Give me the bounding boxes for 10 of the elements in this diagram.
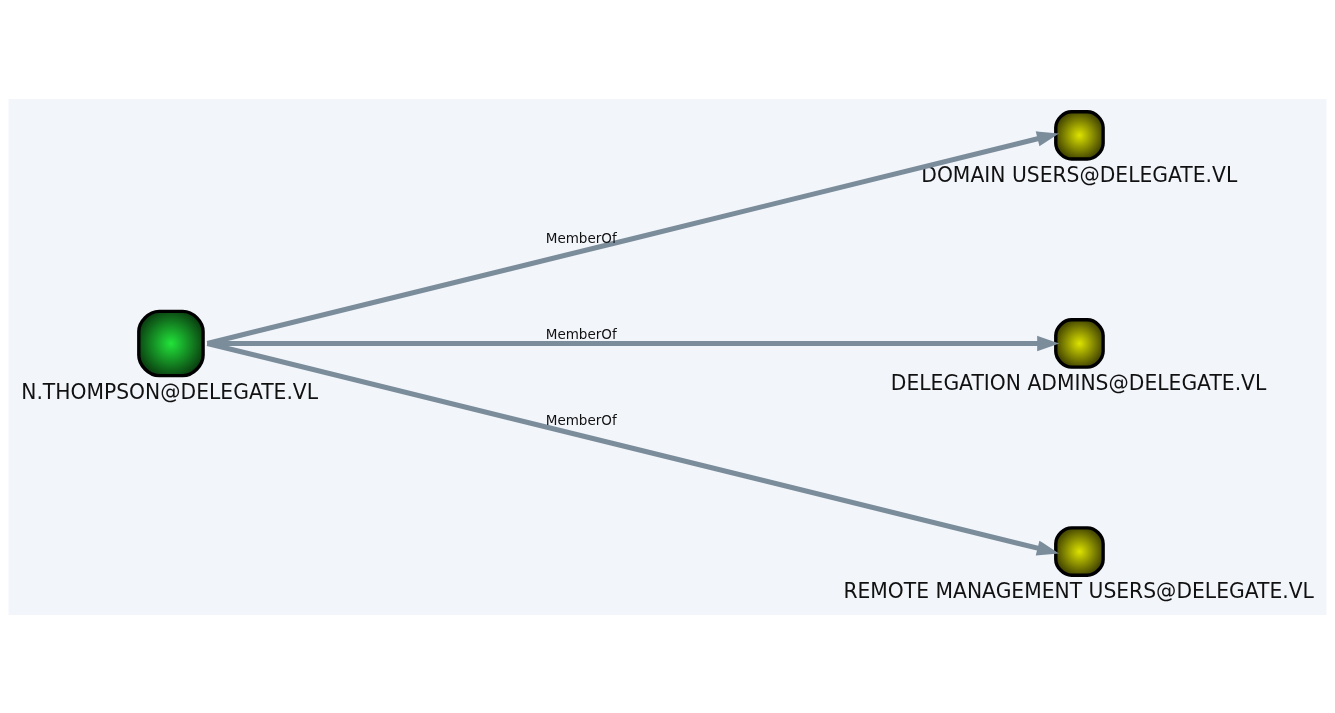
node-label: REMOTE MANAGEMENT USERS@DELEGATE.VL [843, 578, 1314, 603]
node-label: N.THOMPSON@DELEGATE.VL [21, 379, 319, 404]
arrow [206, 340, 1060, 556]
edge-label: MemberOf [545, 411, 617, 428]
arrow [207, 335, 1060, 351]
arrow [206, 130, 1059, 346]
edge-label: MemberOf [545, 229, 617, 246]
node-label: DELEGATION ADMINS@DELEGATE.VL [890, 370, 1267, 395]
edge-label: MemberOf [545, 325, 617, 342]
node-label: DOMAIN USERS@DELEGATE.VL [921, 162, 1238, 187]
